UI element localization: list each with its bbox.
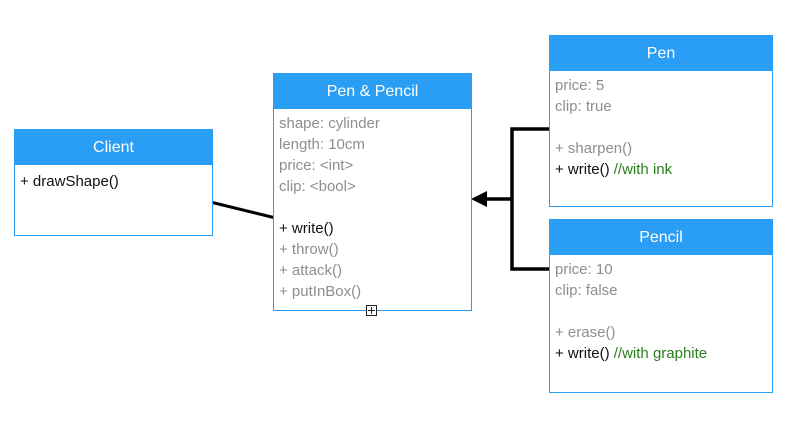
pen-attribute-price: price: 5 — [555, 77, 605, 94]
pencil-attribute-price: price: 10 — [555, 261, 613, 278]
pencil-method-erase: + erase() — [555, 324, 616, 341]
pencil-class-title: Pencil — [550, 220, 772, 255]
attribute-shape: shape: cylinder — [279, 115, 380, 132]
pen-method-sharpen: + sharpen() — [555, 140, 633, 157]
attribute-length: length: 10cm — [279, 136, 365, 153]
method-attack: + attack() — [279, 262, 342, 279]
inheritance-arrowhead — [471, 191, 487, 207]
pencil-method-write-row: + write() //with graphite — [555, 343, 767, 364]
pen-attribute-clip: clip: true — [555, 98, 612, 115]
pen-class-box[interactable]: Pen price: 5 clip: true + sharpen() + wr… — [549, 35, 773, 207]
attribute-price: price: <int> — [279, 157, 354, 174]
pencil-write-comment: //with graphite — [609, 345, 708, 362]
inheritance-connector — [510, 127, 550, 271]
pencil-attribute-clip: clip: false — [555, 282, 618, 299]
pen-method-write-row: + write() //with ink — [555, 159, 767, 180]
expand-icon[interactable] — [366, 305, 377, 316]
pen-pencil-class-box[interactable]: Pen & Pencil shape: cylinder length: 10c… — [273, 73, 472, 311]
client-class-box[interactable]: Client + drawShape() — [14, 129, 213, 236]
client-method-draw-shape: + drawShape() — [20, 173, 119, 190]
method-throw: + throw() — [279, 241, 339, 258]
pen-write-comment: //with ink — [609, 161, 673, 178]
method-write: + write() — [279, 220, 334, 237]
pencil-method-write: + write() — [555, 345, 610, 362]
pen-class-title: Pen — [550, 36, 772, 71]
client-class-title: Client — [15, 130, 212, 165]
pen-method-write: + write() — [555, 161, 610, 178]
method-put-in-box: + putInBox() — [279, 283, 362, 300]
pencil-class-box[interactable]: Pencil price: 10 clip: false + erase() +… — [549, 219, 773, 393]
attribute-clip: clip: <bool> — [279, 178, 356, 195]
pen-pencil-class-title: Pen & Pencil — [274, 74, 471, 109]
